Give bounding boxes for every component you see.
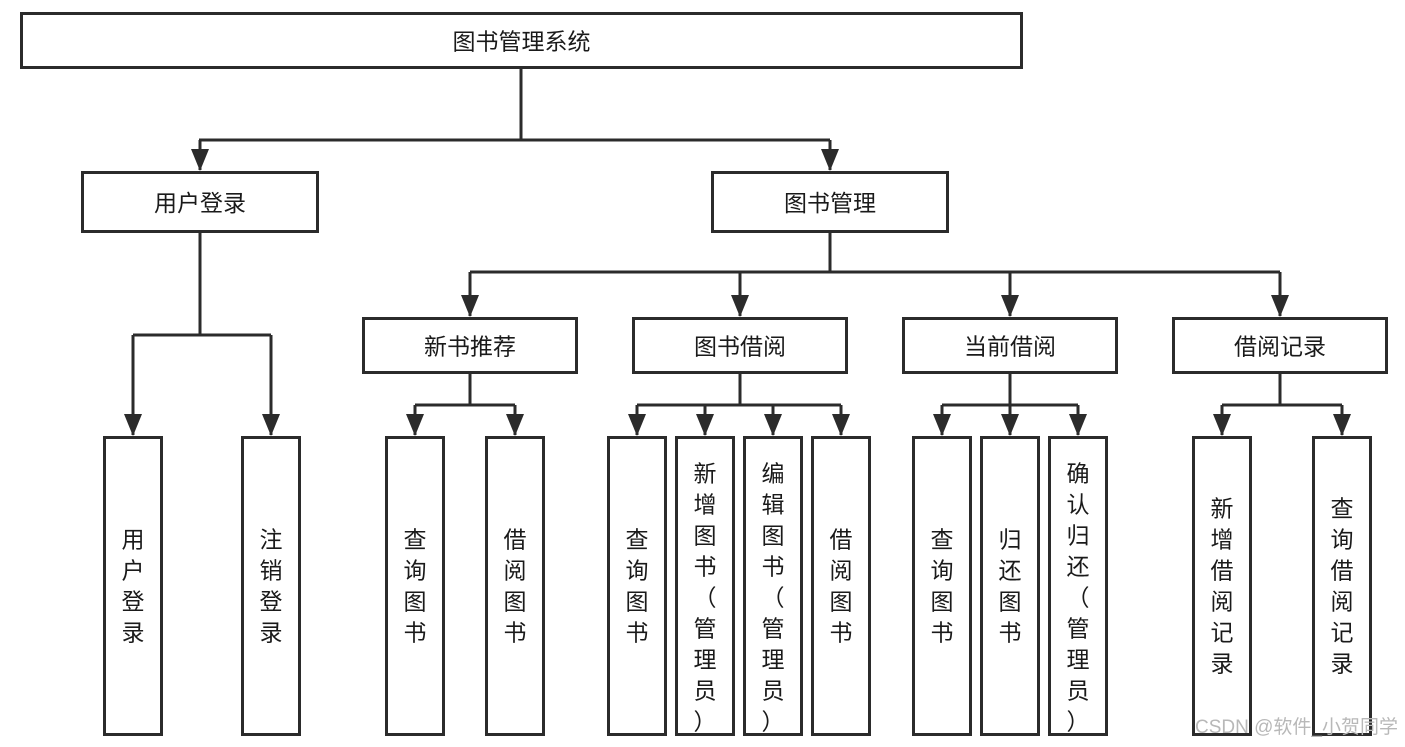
node-box xyxy=(103,436,163,736)
node-label: 新增图书（管理员） xyxy=(694,461,717,735)
node-label: 新书推荐 xyxy=(424,334,516,360)
leaf-node-leaf-query-book-borrow[interactable]: 查询图书 xyxy=(607,436,667,736)
leaf-node-leaf-edit-book[interactable]: 编辑图书（管理员） xyxy=(743,436,803,736)
node-box xyxy=(81,171,319,233)
node-label: 借阅图书 xyxy=(830,527,853,646)
node-box xyxy=(1192,436,1252,736)
node-label: 借阅记录 xyxy=(1234,334,1326,360)
arrow-head-icon xyxy=(1001,414,1019,436)
arrow-head-icon xyxy=(696,414,714,436)
node-box xyxy=(20,12,1023,69)
arrow-head-icon xyxy=(832,414,850,436)
node-box xyxy=(241,436,301,736)
node-label: 新增借阅记录 xyxy=(1211,496,1234,677)
node-box xyxy=(980,436,1040,736)
node-box xyxy=(385,436,445,736)
node-label: 归还图书 xyxy=(999,527,1022,646)
arrow-head-icon xyxy=(1271,295,1289,317)
arrow-head-icon xyxy=(1333,414,1351,436)
leaf-node-leaf-query-borrow-record[interactable]: 查询借阅记录 xyxy=(1312,436,1372,736)
arrow-head-icon xyxy=(461,295,479,317)
leaf-node-leaf-return-book[interactable]: 归还图书 xyxy=(980,436,1040,736)
branch-node-user-login[interactable]: 用户登录 xyxy=(81,171,319,233)
node-label: 借阅图书 xyxy=(504,527,527,646)
connector-layer xyxy=(124,69,1351,436)
leaf-node-leaf-confirm-return[interactable]: 确认归还（管理员） xyxy=(1048,436,1108,736)
node-label: 查询图书 xyxy=(626,527,649,646)
node-label: 当前借阅 xyxy=(964,334,1056,360)
leaf-node-leaf-user-logout[interactable]: 注销登录 xyxy=(241,436,301,736)
node-label: 查询借阅记录 xyxy=(1331,496,1354,677)
node-label: 编辑图书（管理员） xyxy=(762,461,785,735)
node-label: 图书管理系统 xyxy=(453,29,591,55)
node-label: 查询图书 xyxy=(404,527,427,646)
branch-node-current-borrow[interactable]: 当前借阅 xyxy=(902,317,1118,374)
arrow-head-icon xyxy=(262,414,280,436)
branch-node-new-book-recommend[interactable]: 新书推荐 xyxy=(362,317,578,374)
node-box xyxy=(1172,317,1388,374)
node-box xyxy=(675,436,735,736)
leaf-node-leaf-add-borrow-record[interactable]: 新增借阅记录 xyxy=(1192,436,1252,736)
arrow-head-icon xyxy=(406,414,424,436)
node-box xyxy=(902,317,1118,374)
node-box xyxy=(632,317,848,374)
branch-node-book-borrow[interactable]: 图书借阅 xyxy=(632,317,848,374)
arrow-head-icon xyxy=(1069,414,1087,436)
arrow-head-icon xyxy=(628,414,646,436)
leaf-node-leaf-borrow-book-recommend[interactable]: 借阅图书 xyxy=(485,436,545,736)
branch-node-borrow-record[interactable]: 借阅记录 xyxy=(1172,317,1388,374)
arrow-head-icon xyxy=(764,414,782,436)
leaf-node-leaf-query-book-recommend[interactable]: 查询图书 xyxy=(385,436,445,736)
node-label: 图书管理 xyxy=(784,190,876,216)
node-box xyxy=(811,436,871,736)
leaf-node-leaf-borrow-book[interactable]: 借阅图书 xyxy=(811,436,871,736)
node-label: 用户登录 xyxy=(122,527,145,646)
csdn-watermark: CSDN @软件_小贺同学 xyxy=(1195,716,1398,738)
node-label: 用户登录 xyxy=(154,190,246,216)
leaf-node-leaf-add-book[interactable]: 新增图书（管理员） xyxy=(675,436,735,736)
node-label: 确认归还（管理员） xyxy=(1067,461,1090,735)
watermark-layer: CSDN @软件_小贺同学 xyxy=(1195,716,1398,738)
arrow-head-icon xyxy=(191,149,209,171)
arrow-head-icon xyxy=(933,414,951,436)
node-box xyxy=(607,436,667,736)
arrow-head-icon xyxy=(124,414,142,436)
node-box xyxy=(1048,436,1108,736)
arrow-head-icon xyxy=(506,414,524,436)
leaf-node-leaf-user-login[interactable]: 用户登录 xyxy=(103,436,163,736)
branch-node-book-manage[interactable]: 图书管理 xyxy=(711,171,949,233)
arrow-head-icon xyxy=(1213,414,1231,436)
arrow-head-icon xyxy=(1001,295,1019,317)
leaf-node-leaf-query-book-current[interactable]: 查询图书 xyxy=(912,436,972,736)
node-box xyxy=(912,436,972,736)
node-box xyxy=(362,317,578,374)
arrow-head-icon xyxy=(821,149,839,171)
node-label: 图书借阅 xyxy=(694,334,786,360)
node-box xyxy=(1312,436,1372,736)
node-layer: 图书管理系统用户登录图书管理新书推荐图书借阅当前借阅借阅记录用户登录注销登录查询… xyxy=(20,12,1388,736)
arrow-head-icon xyxy=(731,295,749,317)
node-box xyxy=(711,171,949,233)
node-box xyxy=(485,436,545,736)
node-label: 查询图书 xyxy=(931,527,954,646)
node-label: 注销登录 xyxy=(260,527,283,646)
node-box xyxy=(743,436,803,736)
root-node-root[interactable]: 图书管理系统 xyxy=(20,12,1023,69)
